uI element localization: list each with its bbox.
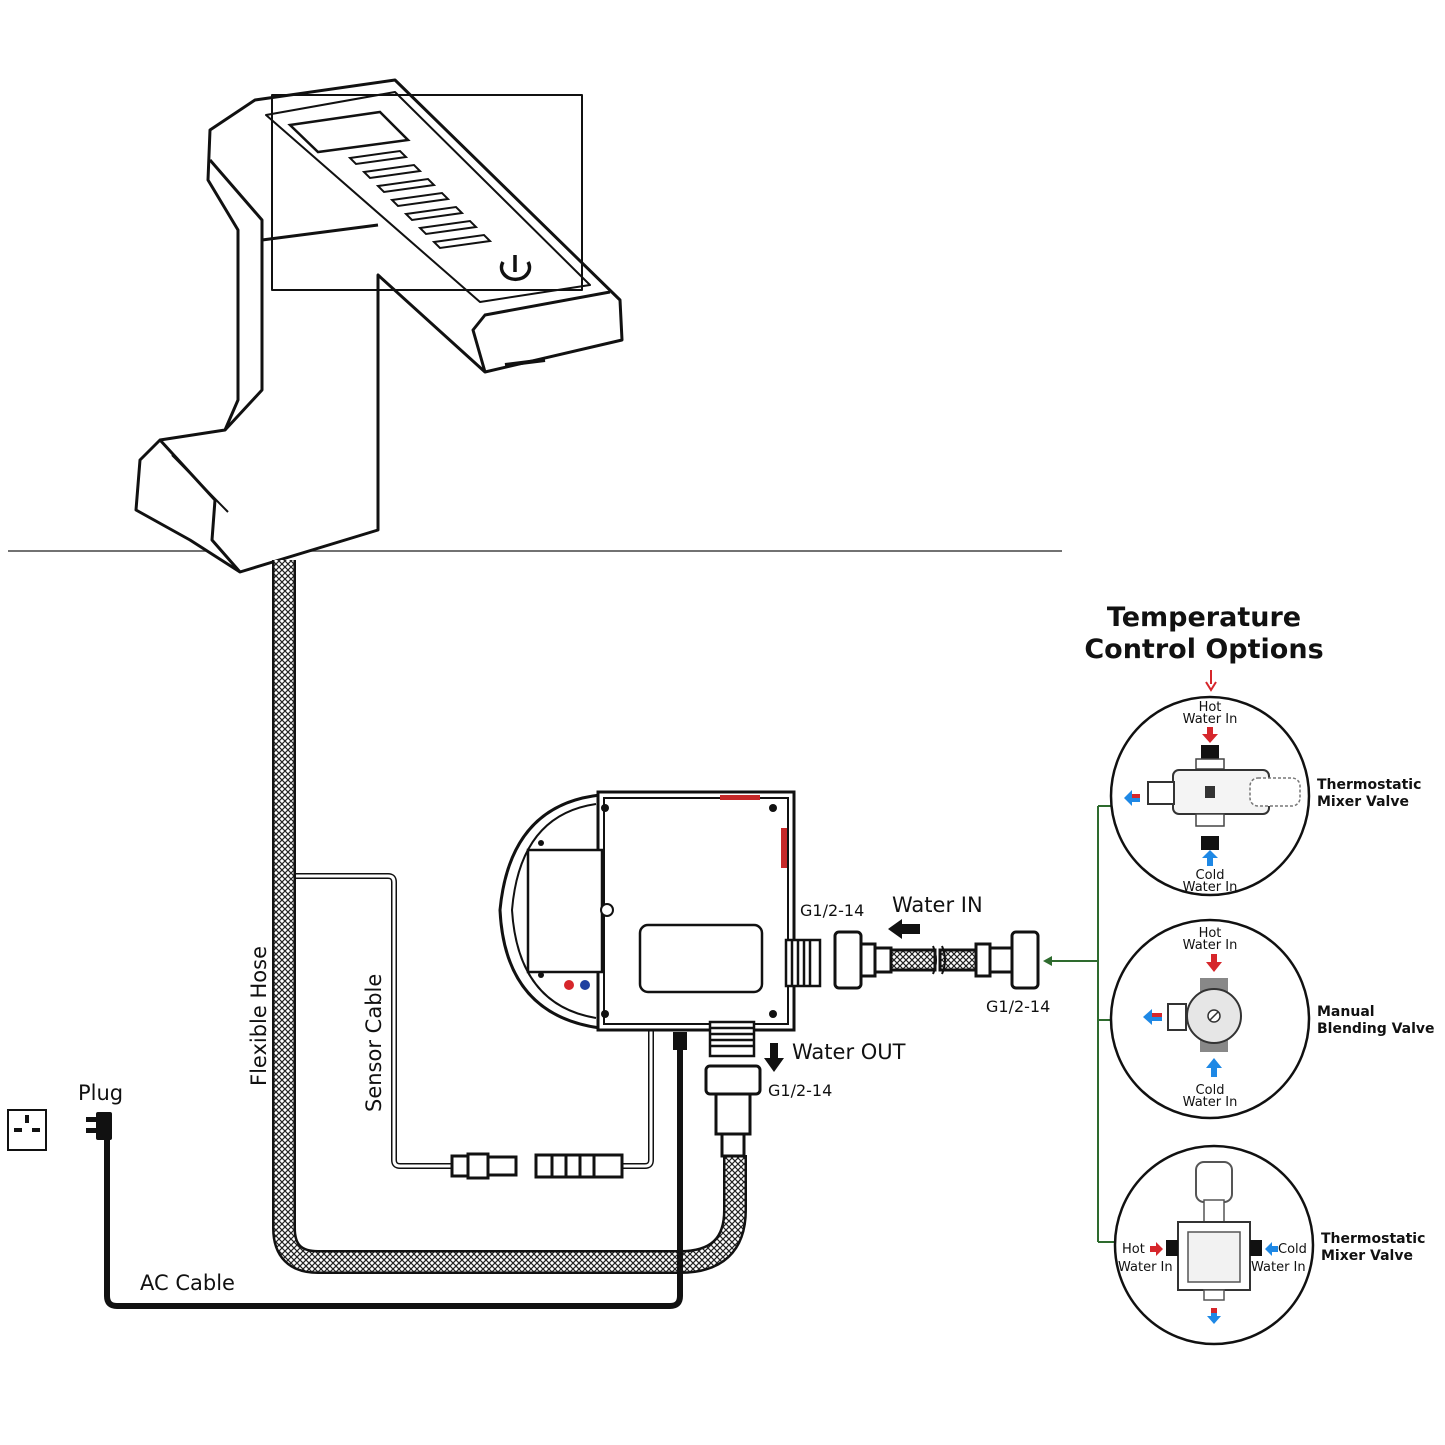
box-screws — [538, 804, 777, 1018]
option-3-cold-arrow-icon — [1265, 1242, 1278, 1256]
manual-blending-valve-icon — [1167, 978, 1242, 1052]
thermostatic-mixer-valve-1-icon — [1147, 745, 1301, 850]
option-1-cold-line1: Cold — [1196, 868, 1225, 883]
sensor-cable-label: Sensor Cable — [362, 974, 386, 1112]
red-top-marker — [720, 795, 760, 800]
option-3-hot-line1: Hot — [1122, 1242, 1145, 1257]
water-out-fitting — [704, 1020, 762, 1158]
option-1-name-line2: Mixer Valve — [1317, 794, 1409, 810]
water-in-label: Water IN — [892, 893, 983, 917]
option-2-name-line2: Blending Valve — [1317, 1021, 1435, 1037]
plug-icon — [86, 1112, 112, 1140]
ac-cable-box-connector — [673, 1032, 687, 1050]
option-2-name-line1: Manual — [1317, 1004, 1375, 1020]
water-out-arrow-icon — [764, 1043, 784, 1072]
flexible-hose-label: Flexible Hose — [247, 946, 271, 1086]
option-3-outlet-arrow-icon — [1207, 1310, 1221, 1324]
option-3-name-line1: Thermostatic — [1321, 1231, 1425, 1247]
water-out-label: Water OUT — [792, 1040, 906, 1064]
sensor-connector-male — [450, 1152, 518, 1180]
ac-cable — [104, 1040, 683, 1309]
option-1-hot-line1: Hot — [1199, 700, 1222, 715]
options-title-line1: Temperature — [1107, 602, 1301, 633]
cold-indicator-dot — [580, 980, 590, 990]
option-2-hot-line2: Water In — [1183, 938, 1238, 953]
hot-supply-arrow-icon — [1205, 670, 1217, 692]
faucet-screen — [287, 110, 411, 154]
thread-size-inlet-label: G1/2-14 — [986, 997, 1050, 1016]
wall-outlet-icon — [7, 1109, 47, 1151]
option-2-cold-line2: Water In — [1183, 1095, 1238, 1110]
option-3-hot-arrow-icon — [1150, 1242, 1163, 1256]
thread-size-box-label: G1/2-14 — [800, 901, 864, 920]
option-2-hot-line1: Hot — [1199, 926, 1222, 941]
thermostatic-mixer-valve-2-icon — [1166, 1161, 1262, 1301]
hot-indicator-dot — [564, 980, 574, 990]
plug-label: Plug — [78, 1081, 123, 1105]
option-1-name-line1: Thermostatic — [1317, 777, 1421, 793]
water-in-arrow-icon — [888, 919, 920, 939]
option-1-cold-line2: Water In — [1183, 880, 1238, 895]
faucet — [134, 78, 624, 574]
control-box-label-panel — [526, 848, 604, 974]
faucet-display-panel — [271, 94, 583, 291]
faucet-level-bars — [347, 149, 493, 250]
option-3-hot-line2: Water In — [1118, 1260, 1173, 1275]
water-in-hose — [833, 930, 1040, 990]
ac-cable-label: AC Cable — [140, 1271, 235, 1295]
box-inlet-fitting — [784, 938, 822, 988]
options-connector-arrow-icon — [1043, 956, 1052, 966]
option-3-name-line2: Mixer Valve — [1321, 1248, 1413, 1264]
control-box-window — [638, 923, 764, 994]
red-side-marker — [781, 828, 787, 868]
option-2-hot-arrow-icon — [1206, 954, 1222, 972]
thread-size-outlet-label: G1/2-14 — [768, 1081, 832, 1100]
option-1-hot-arrow-icon — [1202, 727, 1218, 743]
option-2-cold-arrow-icon — [1206, 1058, 1222, 1077]
options-title-line2: Control Options — [1084, 634, 1323, 665]
sensor-connector-female — [534, 1153, 624, 1179]
option-1-hot-line2: Water In — [1183, 712, 1238, 727]
option-3-cold-line2: Water In — [1251, 1260, 1306, 1275]
options-connector — [1050, 805, 1118, 1243]
option-3-cold-line1: Cold — [1278, 1242, 1307, 1257]
option-1-cold-arrow-icon — [1202, 850, 1218, 866]
option-2-cold-line1: Cold — [1196, 1083, 1225, 1098]
power-icon — [499, 255, 532, 282]
faucet-spout-outlet — [504, 358, 546, 367]
